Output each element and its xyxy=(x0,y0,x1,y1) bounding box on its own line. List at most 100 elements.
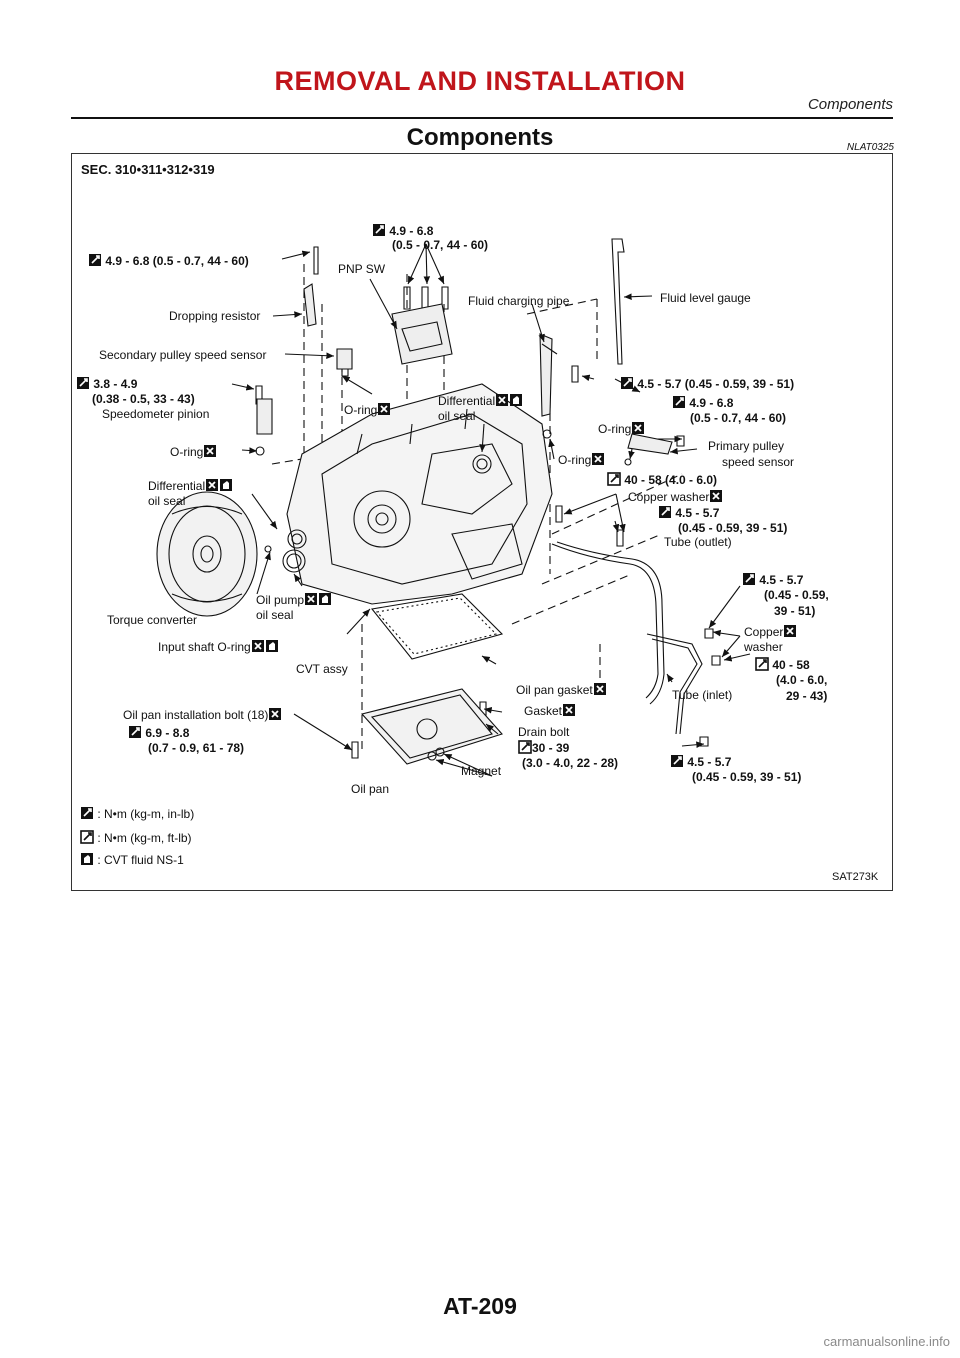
torque-spec-primary-sensor: 4.9 - 6.8 xyxy=(672,395,733,413)
cvt-fluid-icon xyxy=(80,852,94,870)
torque-converter-shape xyxy=(156,491,258,617)
replace-icon xyxy=(591,452,605,470)
label-oil-pan-installation-bolt: Oil pan installation bolt (18) xyxy=(123,707,282,725)
replace-icon xyxy=(205,478,219,496)
torque-spec-bottom-right-2: (0.45 - 0.59, 39 - 51) xyxy=(692,770,802,784)
label-secondary-pulley-speed-sensor: Secondary pulley speed sensor xyxy=(99,348,267,362)
replace-icon xyxy=(377,402,391,420)
torque-spec-copper-washer: 40 - 58 (4.0 - 6.0) xyxy=(607,472,717,490)
label-gasket: Gasket xyxy=(524,703,576,721)
cvt-fluid-icon xyxy=(265,639,279,657)
torque-spec-tube-bolt: 4.5 - 5.7 xyxy=(742,572,803,590)
torque-in-lb-icon xyxy=(76,376,90,394)
torque-spec-top-left: 4.9 - 6.8 (0.5 - 0.7, 44 - 60) xyxy=(88,253,249,271)
torque-spec-tube-outlet: 4.5 - 5.7 xyxy=(658,505,719,523)
label-oil-pump-oil-seal-2: oil seal xyxy=(256,608,294,622)
page-header-subtitle: Components xyxy=(807,96,893,113)
replace-icon xyxy=(251,639,265,657)
cvt-fluid-icon xyxy=(509,393,523,411)
torque-spec-oil-pan-2: (0.7 - 0.9, 61 - 78) xyxy=(148,741,245,755)
torque-spec-pnp-bolts-2: (0.5 - 0.7, 44 - 60) xyxy=(392,238,489,252)
label-differential-oil-seal-left: Differential xyxy=(148,478,233,496)
torque-spec-tube-inlet-3: 29 - 43) xyxy=(786,689,828,703)
label-fluid-level-gauge: Fluid level gauge xyxy=(660,291,751,305)
replace-icon xyxy=(783,624,797,642)
label-o-ring-left: O-ring xyxy=(170,444,217,462)
torque-spec-fluid-pipe: 4.5 - 5.7 (0.45 - 0.59, 39 - 51) xyxy=(620,376,794,394)
torque-spec-pnp-bolts: 4.9 - 6.8 xyxy=(372,223,433,241)
torque-in-lb-icon xyxy=(670,754,684,772)
legend-in-lb: : N•m (kg-m, in-lb) xyxy=(80,806,194,824)
replace-icon xyxy=(268,707,282,725)
label-pnp-sw: PNP SW xyxy=(338,262,386,276)
torque-in-lb-icon xyxy=(80,806,94,824)
torque-spec-tube-outlet-2: (0.45 - 0.59, 39 - 51) xyxy=(678,521,788,535)
label-cvt-assy: CVT assy xyxy=(296,662,348,676)
torque-in-lb-icon xyxy=(372,223,386,241)
page-header-title: REMOVAL AND INSTALLATION xyxy=(274,66,686,96)
torque-in-lb-icon xyxy=(128,725,142,743)
figure-id: SAT273K xyxy=(832,871,879,883)
label-differential-oil-seal-mid: Differential xyxy=(438,393,523,411)
label-o-ring-right: O-ring xyxy=(598,421,645,439)
label-differential-oil-seal-mid-2: oil seal xyxy=(438,409,476,423)
torque-spec-tube-inlet: 40 - 58 xyxy=(755,657,810,675)
oil-pan-shape xyxy=(360,688,503,765)
page-number: AT-209 xyxy=(443,1293,517,1319)
label-copper-washer-upper: Copper washer xyxy=(628,489,723,507)
replace-icon xyxy=(203,444,217,462)
torque-ft-lb-icon xyxy=(755,657,769,675)
torque-spec-tube-bolt-2: (0.45 - 0.59, xyxy=(764,588,829,602)
torque-ft-lb-icon xyxy=(607,472,621,490)
diagram-frame: SEC. 310•311•312•319 4.9 - 6.8 (0.5 - 0.… xyxy=(71,153,893,891)
torque-spec-primary-sensor-2: (0.5 - 0.7, 44 - 60) xyxy=(690,411,787,425)
cvt-case xyxy=(286,383,553,605)
section-title: Components xyxy=(406,124,554,151)
exploded-diagram xyxy=(156,238,751,777)
label-magnet: Magnet xyxy=(461,764,502,778)
legend-ft-lb: : N•m (kg-m, ft-lb) xyxy=(80,830,192,848)
label-oil-pan: Oil pan xyxy=(351,782,390,796)
label-oil-pump-oil-seal: Oil pump xyxy=(256,592,332,610)
label-fluid-charging-pipe: Fluid charging pipe xyxy=(468,294,570,308)
label-tube-outlet: Tube (outlet) xyxy=(664,535,732,549)
cvt-fluid-icon xyxy=(219,478,233,496)
torque-in-lb-icon xyxy=(88,253,102,271)
torque-in-lb-icon xyxy=(620,376,634,394)
header-divider xyxy=(71,117,893,119)
label-primary-pulley-speed-sensor: Primary pulley xyxy=(708,439,785,453)
label-dropping-resistor: Dropping resistor xyxy=(169,309,261,323)
label-differential-oil-seal-left-2: oil seal xyxy=(148,494,186,508)
torque-spec-bottom-right: 4.5 - 5.7 xyxy=(670,754,731,772)
label-o-ring-lower: O-ring xyxy=(558,452,605,470)
section-reference: SEC. 310•311•312•319 xyxy=(81,162,215,177)
torque-spec-drain-bolt: 30 - 39 xyxy=(518,740,569,758)
replace-icon xyxy=(495,393,509,411)
torque-spec-tube-inlet-2: (4.0 - 6.0, xyxy=(776,673,828,687)
torque-spec-oil-pan: 6.9 - 8.8 xyxy=(128,725,189,743)
label-copper-washer-lower: Copper xyxy=(744,624,797,642)
replace-icon xyxy=(631,421,645,439)
cooler-tubes xyxy=(551,541,703,735)
replace-icon xyxy=(304,592,318,610)
label-tube-inlet: Tube (inlet) xyxy=(672,688,733,702)
torque-in-lb-icon xyxy=(658,505,672,523)
label-input-shaft-o-ring: Input shaft O-ring xyxy=(158,639,279,657)
legend-cvt-fluid: : CVT fluid NS-1 xyxy=(80,852,184,870)
torque-spec-drain-bolt-2: (3.0 - 4.0, 22 - 28) xyxy=(522,756,619,770)
label-speedometer-pinion: Speedometer pinion xyxy=(102,407,210,421)
replace-icon xyxy=(709,489,723,507)
torque-ft-lb-icon xyxy=(80,830,94,848)
label-copper-washer-lower-2: washer xyxy=(744,640,783,654)
replace-icon xyxy=(562,703,576,721)
label-torque-converter: Torque converter xyxy=(107,613,198,627)
torque-in-lb-icon xyxy=(742,572,756,590)
label-oil-pan-gasket: Oil pan gasket xyxy=(516,682,607,700)
torque-spec-tube-bolt-3: 39 - 51) xyxy=(774,604,816,618)
torque-ft-lb-icon xyxy=(518,740,532,758)
replace-icon xyxy=(593,682,607,700)
cvt-fluid-icon xyxy=(318,592,332,610)
label-primary-pulley-speed-sensor-2: speed sensor xyxy=(722,455,795,469)
leader-lines xyxy=(231,243,751,777)
torque-in-lb-icon xyxy=(672,395,686,413)
